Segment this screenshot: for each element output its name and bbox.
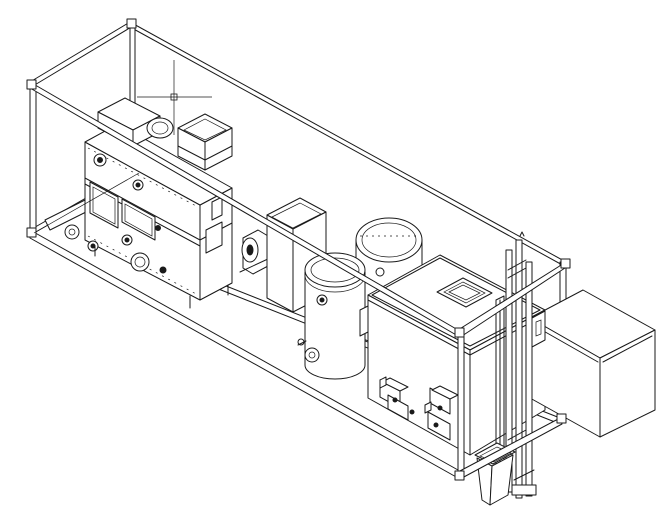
exhaust-duct[interactable] [529,289,656,438]
filter-vessel-front[interactable] [297,252,373,380]
distributor-unit[interactable] [44,97,233,309]
motor-pump[interactable] [239,229,271,275]
crosshair-cursor-icon [137,60,212,135]
container-frame-front [26,18,571,481]
